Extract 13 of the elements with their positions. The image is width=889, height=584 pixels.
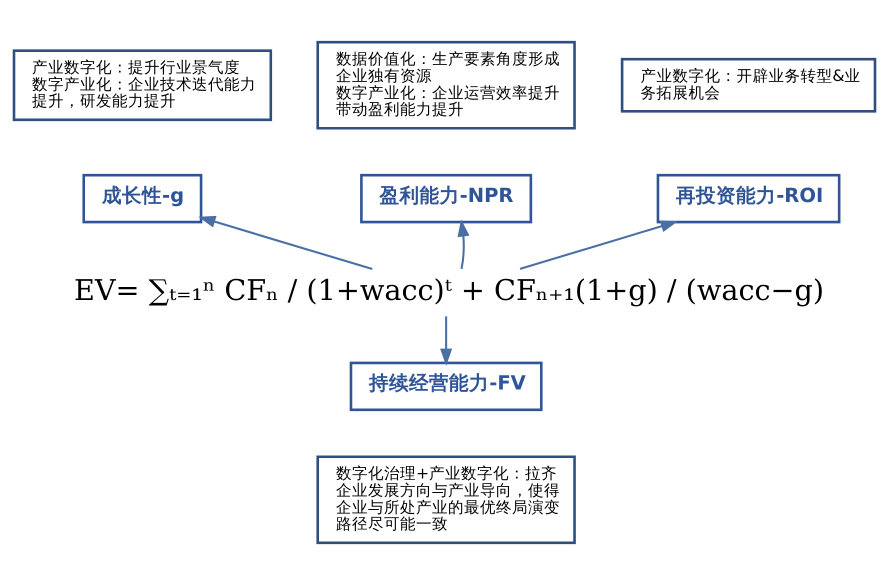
node-box: 产业数字化：开辟业务转型&业务拓展机会 xyxy=(620,57,876,112)
arrow xyxy=(457,218,470,269)
arrow xyxy=(440,316,452,366)
arrow xyxy=(520,220,678,270)
node-box: 盈利能力-NPR xyxy=(360,173,532,223)
node-box: 成长性-g xyxy=(82,173,202,223)
node-text: EV= ∑ₜ₌₁ⁿ CFₙ / (1+wacc)ᵗ + CFₙ₊₁(1+g) / (wacc−g) xyxy=(74,272,824,306)
node-box: 持续经营能力-FV xyxy=(350,361,543,411)
arrow xyxy=(198,215,373,270)
node-box: 数据价值化：生产要素角度形成企业独有资源 数字产业化：企业运营效率提升带动盈利能力提升 xyxy=(316,40,576,130)
node-box: 产业数字化：提升行业景气度 数字产业化：企业技术迭代能力提升，研发能力提升 xyxy=(12,48,272,121)
node-box: 数字化治理+产业数字化：拉齐企业发展方向与产业导向，使得企业与所处产业的最优终局演变路径尽可能一致 xyxy=(316,454,576,544)
node-box: 再投资能力-ROI xyxy=(656,173,840,223)
